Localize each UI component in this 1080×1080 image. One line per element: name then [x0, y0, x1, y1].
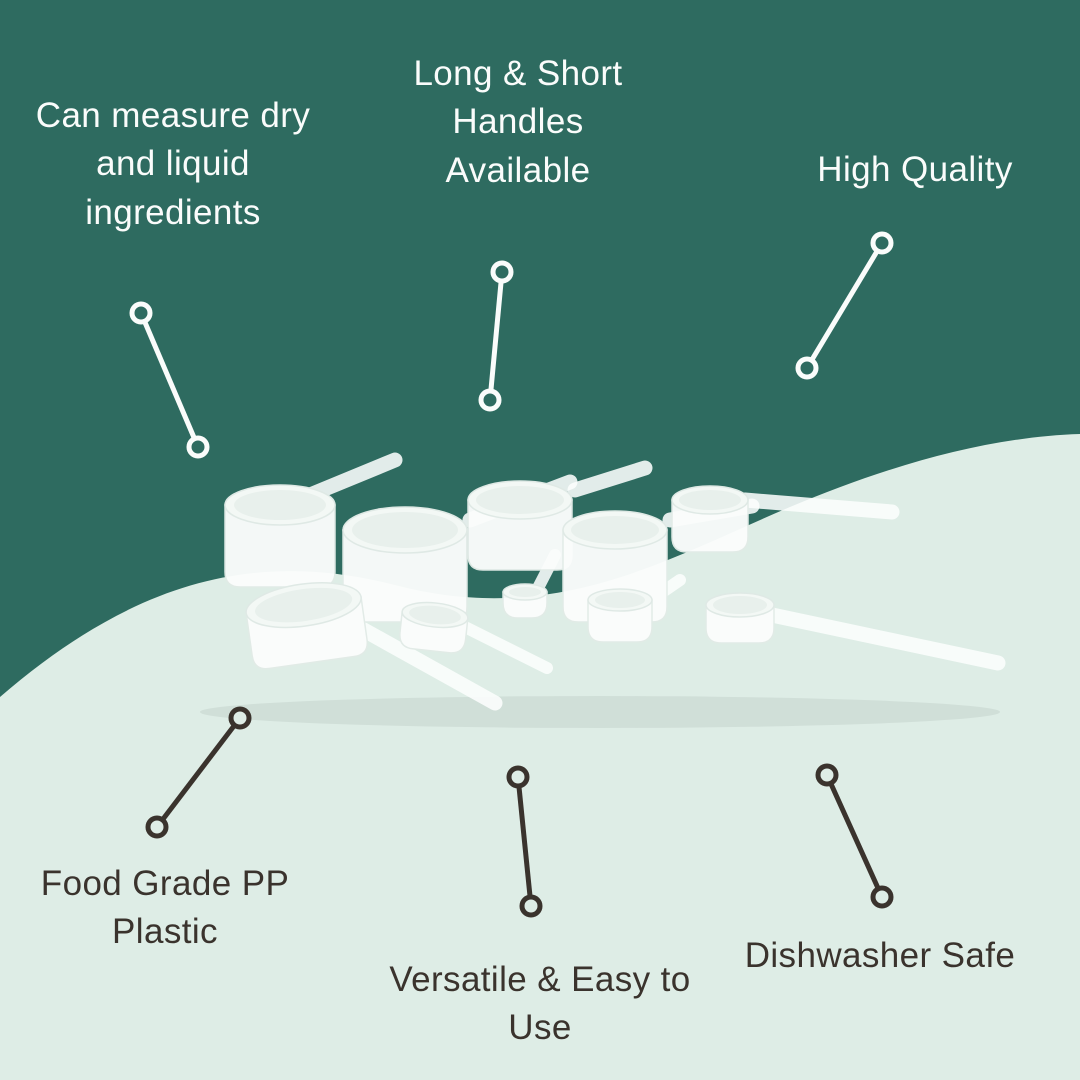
connector-can-measure: [129, 301, 210, 459]
callout-food-grade: Food Grade PP Plastic: [5, 860, 325, 957]
connector-handles: [478, 260, 514, 412]
measuring-scoops-photo: [200, 452, 1006, 728]
callout-line: Available: [445, 150, 591, 190]
callout-line: Can measure dry: [35, 96, 311, 135]
product-shadow: [200, 696, 1000, 728]
measuring-cup-1: [224, 484, 336, 588]
callout-line: High Quality: [817, 150, 1013, 189]
callout-versatile: Versatile & Easy to Use: [330, 956, 750, 1053]
callout-line: Plastic: [112, 912, 218, 952]
measuring-cup-9: [587, 588, 653, 643]
callout-line: Versatile & Easy to: [389, 960, 691, 999]
callout-handles: Long & Short Handles Available: [368, 50, 668, 195]
callout-line: Handles: [452, 102, 584, 142]
connector-dishwasher: [815, 763, 894, 909]
callout-high-quality: High Quality: [760, 146, 1070, 194]
connector-versatile: [506, 765, 543, 918]
callout-line: Long & Short: [413, 54, 623, 93]
measuring-spoon-7: [399, 601, 469, 654]
measuring-cup-5: [671, 485, 749, 553]
callout-line: Food Grade PP: [40, 864, 290, 903]
measuring-scoop-6: [245, 582, 369, 670]
measuring-spoon-10: [705, 592, 775, 644]
callout-line: and liquid: [96, 144, 250, 184]
callout-can-measure: Can measure dry and liquid ingredients: [8, 92, 338, 237]
callout-dishwasher: Dishwasher Safe: [690, 932, 1070, 980]
connector-high-quality: [795, 231, 894, 380]
connector-food-grade: [145, 706, 252, 839]
measuring-spoon-8: [502, 583, 548, 619]
callout-line: Use: [508, 1008, 572, 1048]
callout-line: Dishwasher Safe: [744, 936, 1016, 975]
callout-line: ingredients: [85, 192, 261, 232]
measuring-cup-3: [467, 480, 573, 571]
measuring-cup-2: [342, 506, 468, 623]
